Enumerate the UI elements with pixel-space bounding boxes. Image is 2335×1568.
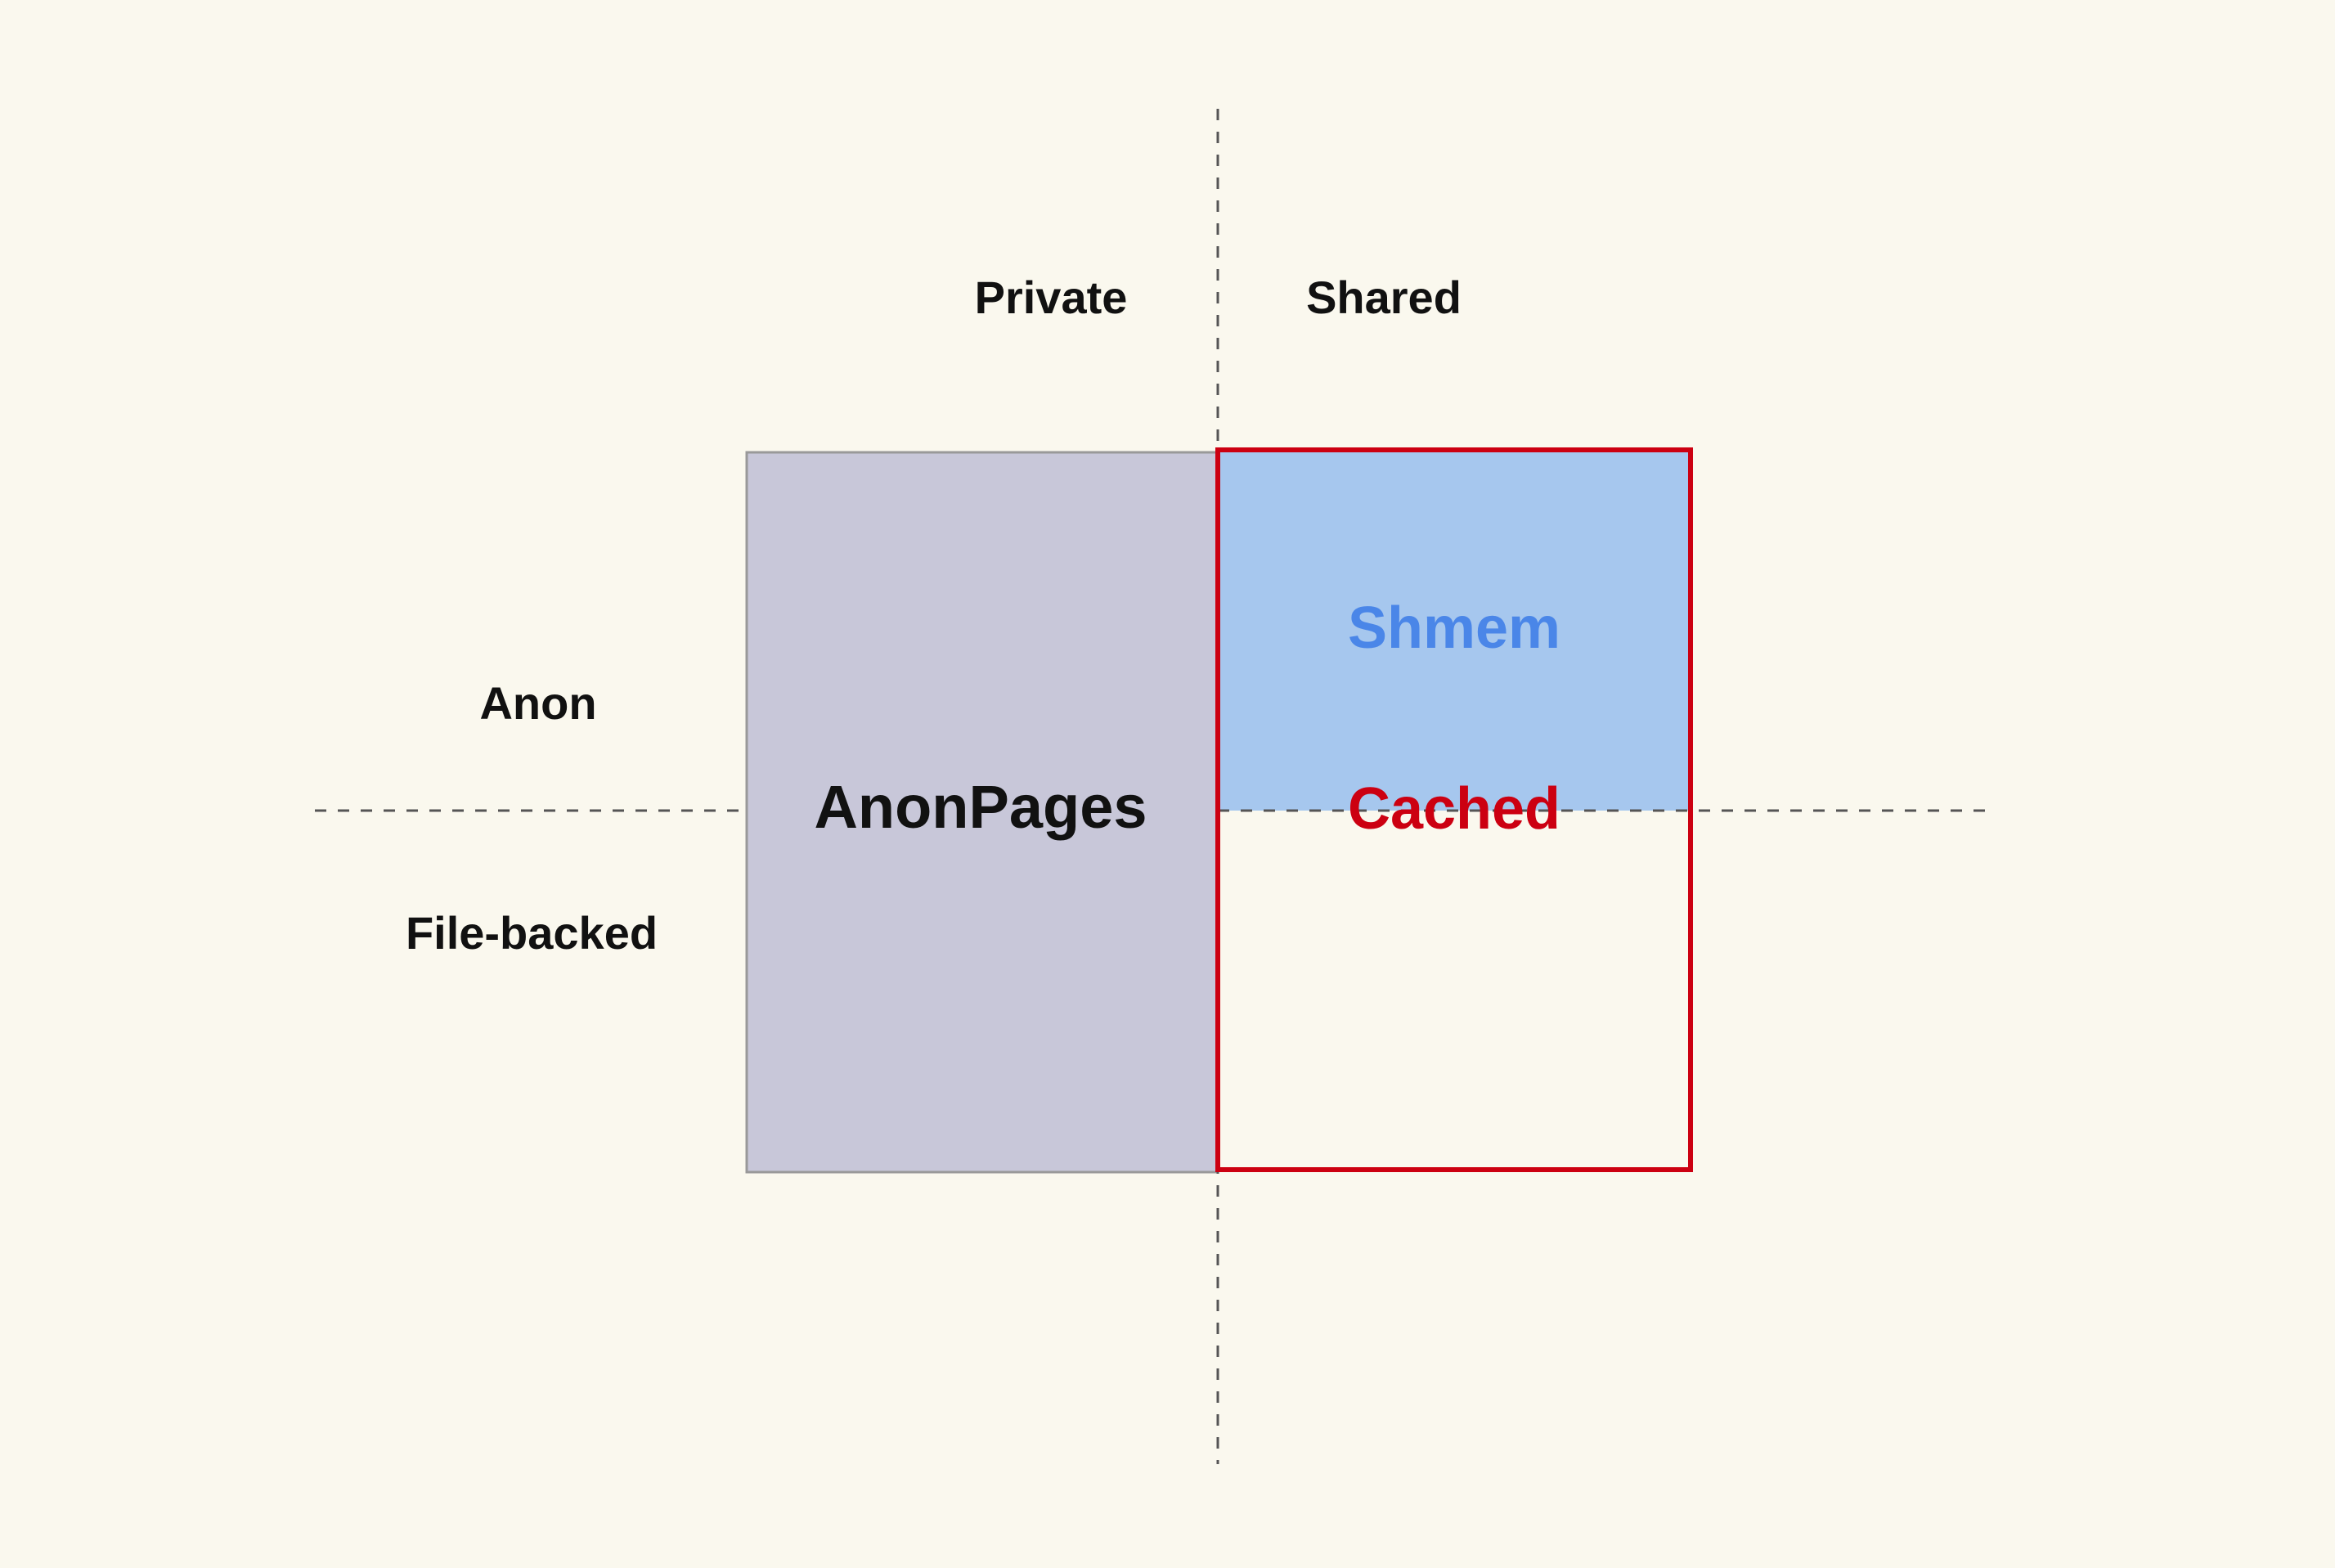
- row-header-anon: Anon: [479, 677, 596, 729]
- cached-region-outline: [1215, 447, 1693, 1172]
- column-header-shared: Shared: [1306, 272, 1462, 323]
- anon-pages-label: AnonPages: [814, 773, 1147, 841]
- anon-pages-region: [745, 451, 1219, 1174]
- cached-label: Cached: [1348, 776, 1560, 842]
- shmem-region: [1218, 452, 1691, 811]
- row-header-file-backed: File-backed: [406, 907, 658, 959]
- column-header-private: Private: [975, 272, 1128, 323]
- shmem-label: Shmem: [1348, 595, 1560, 661]
